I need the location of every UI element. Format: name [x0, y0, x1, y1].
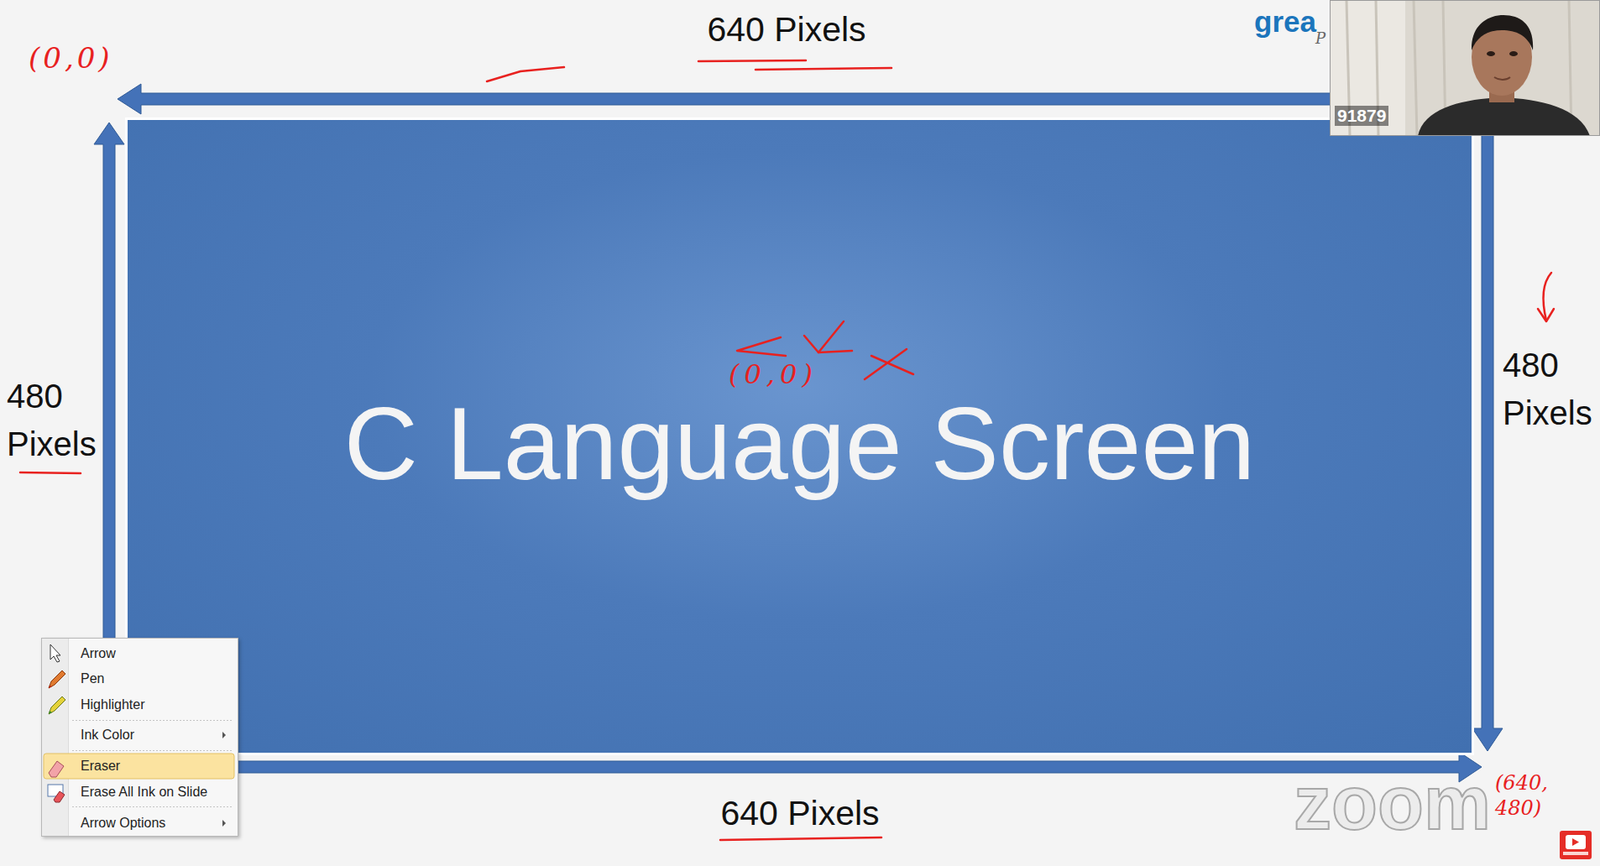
subscribe-play: [1572, 838, 1580, 847]
pen-icon: [48, 670, 66, 689]
ink-cross-mark: [864, 349, 907, 380]
subscribe-strip: [1563, 852, 1589, 856]
height-dimension: 480 Pixels: [1502, 341, 1597, 438]
ink-stroke: [486, 67, 565, 82]
ink-down-arrow-head: [1537, 308, 1554, 322]
erase-all-eraser-icon: [53, 791, 65, 803]
highlighter-icon: [48, 696, 66, 715]
menu-item: Highlighter: [80, 693, 145, 717]
arrow-icon: [50, 644, 61, 663]
menu-item: Pen: [80, 667, 105, 691]
ink-underline: [720, 837, 882, 841]
menu-separator: [72, 750, 233, 752]
menu-gutter: [41, 638, 68, 837]
person-hair: [1471, 15, 1533, 51]
subscribe-play-frame: [1565, 835, 1586, 850]
webcam-frame: [1330, 0, 1600, 136]
menu-separator: [72, 720, 233, 722]
ink-down-arrow: [1543, 272, 1552, 321]
webcam-thumbnail: [1329, 0, 1600, 136]
slide-screen-box: C Language Screen: [127, 120, 1472, 753]
ink-cross-mark: [871, 355, 914, 375]
ink-underline: [698, 60, 806, 62]
person-mouth: [1494, 77, 1511, 80]
ink-underline: [20, 472, 81, 474]
ink-check-mark: [818, 350, 853, 353]
menu-highlight: [43, 753, 235, 780]
ink-origin-note: (0,0): [28, 41, 114, 75]
person-shirt: [1417, 97, 1590, 136]
ink-angle-mark: [737, 337, 786, 356]
person-eye: [1509, 51, 1518, 57]
pen-tip: [48, 685, 53, 689]
submenu-arrow: [222, 732, 226, 739]
person-eye: [1486, 51, 1496, 57]
eraser-icon: [48, 761, 64, 778]
subscribe-icon: [1559, 831, 1592, 860]
highlighter-tip: [48, 711, 53, 715]
menu-item: Arrow Options: [80, 811, 166, 836]
logo-fragment: P: [1315, 30, 1326, 48]
zoom-watermark: zoom: [1293, 773, 1491, 833]
menu-item: Erase All Ink on Slide: [80, 780, 208, 805]
webcam-ground: [1329, 0, 1600, 136]
subscribe-badge: [1559, 831, 1592, 860]
curtain-fold: [1346, 0, 1350, 136]
right-height-arrow: [1472, 125, 1503, 752]
ink-context-menu: ArrowPenHighlighterInk ColorEraserErase …: [41, 637, 239, 837]
menu-item: Arrow: [80, 642, 116, 666]
submenu-arrow: [222, 820, 226, 827]
logo-fragment: grea: [1254, 5, 1317, 39]
window-light: [1329, 0, 1406, 136]
width-dimension: 640 Pixels: [706, 10, 866, 50]
menu-icons: [47, 644, 66, 803]
screen-title: C Language Screen: [344, 392, 1255, 496]
width-dimension: 640 Pixels: [720, 794, 879, 834]
menu-item: Ink Color: [80, 723, 135, 748]
curtain-fold: [1375, 0, 1379, 136]
menu-backdrop: [41, 638, 238, 837]
ink-underline: [755, 67, 892, 70]
curtain-fold: [1413, 0, 1417, 136]
menu-item: Eraser: [80, 754, 121, 779]
bottom-width-arrow: [125, 752, 1482, 783]
menu-separator: [72, 806, 233, 808]
height-dimension: 480 Pixels: [6, 372, 101, 469]
ink-check-mark: [804, 321, 844, 353]
ink-corner-note: (640, 480): [1495, 770, 1573, 821]
menu-gutter-line: [67, 638, 69, 837]
top-width-arrow: [117, 83, 1491, 115]
